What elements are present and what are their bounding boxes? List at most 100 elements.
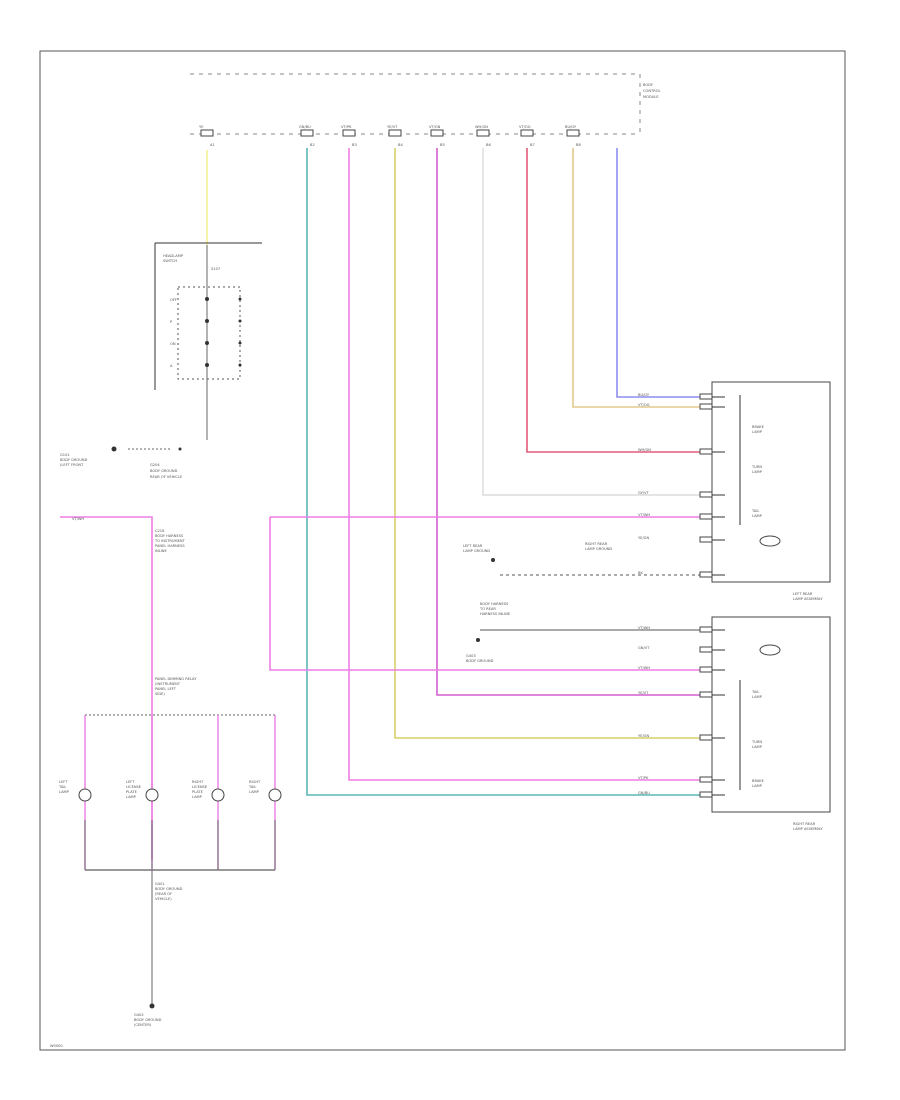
pin-number: B5 [440, 143, 445, 147]
rear-lamps: PANEL DIMMING RELAY (INSTRUMENT PANEL LE… [58, 677, 282, 1027]
assembly-pin [699, 776, 713, 783]
mid-labels: C218 BODY HARNESS TO INSTRUMENT PANEL HA… [72, 517, 612, 663]
assembly-wire-label: YE/GN [638, 536, 649, 540]
ground-node-a [491, 558, 495, 562]
upper-assembly-label-2: LAMP ASSEMBLY [793, 597, 823, 601]
bulbs-top-label-2: (INSTRUMENT [155, 682, 181, 686]
bulbs-bottom-label-3: (REAR OF [155, 892, 172, 896]
bulb-label: RIGHT [249, 780, 261, 784]
switch-label-2: SWITCH [163, 259, 177, 263]
switch-contact [205, 341, 209, 345]
mid-connector-label-5: INLINE [155, 549, 167, 553]
mid-connector-wire: VT/WH [72, 517, 84, 521]
module-label-2: CONTROL [643, 89, 661, 93]
pin-terminal [200, 129, 214, 137]
bulb-group: LEFTTAILLAMPLEFTLICENSEPLATELAMPRIGHTLIC… [58, 715, 282, 870]
switch-contact [205, 319, 209, 323]
bulbs-bottom-label-4: VEHICLE) [155, 897, 172, 901]
switch-row-label: ON [170, 342, 176, 346]
bulb-label: TAIL [58, 785, 66, 789]
mid-text-c-2: BODY GROUND [466, 659, 494, 663]
switch-row-label: OFF [170, 298, 177, 302]
switch-ground-text-1: G204 [150, 463, 160, 467]
bulb-label: LEFT [59, 780, 68, 784]
assembly-pin [699, 536, 713, 543]
pin-wire-label: VT/PK [341, 125, 352, 129]
bottom-ground-label-1: G402 [134, 1013, 144, 1017]
pin-terminal [300, 129, 314, 137]
white-wire [482, 148, 712, 496]
assembly-wire-label: VT/OG [638, 403, 650, 407]
bulb-icon [145, 788, 159, 802]
switch-contact-right [238, 319, 242, 323]
upper-part-2a: TURN [751, 465, 762, 469]
diagram-border [39, 50, 846, 1051]
pin-number: B6 [486, 143, 491, 147]
assembly-pin [699, 513, 713, 520]
ground-label-1: G101 [60, 453, 70, 457]
lower-assembly-box [711, 616, 831, 813]
splice-label: S107 [211, 267, 220, 271]
assembly-pin [699, 393, 713, 400]
assembly-wire-label: VT/WH [638, 666, 650, 670]
module-label-1: BODY [643, 83, 654, 87]
lower-part-1b: LAMP [752, 695, 763, 699]
bottom-ground-label-3: (CENTER) [134, 1023, 152, 1027]
assembly-pin [699, 666, 713, 673]
upper-part-1b: LAMP [752, 430, 763, 434]
assembly-pin [699, 571, 713, 578]
assembly-wire-label: GN/VT [638, 646, 650, 650]
assembly-pin [699, 791, 713, 798]
assembly-pin [699, 646, 713, 653]
lower-part-2a: TURN [751, 740, 762, 744]
pin-number: B4 [398, 143, 403, 147]
bulb-label: LICENSE [192, 785, 208, 789]
upper-part-2b: LAMP [752, 470, 763, 474]
pin-terminal [566, 129, 580, 137]
lower-assembly-label-2: LAMP ASSEMBLY [793, 827, 823, 831]
pin-wire-label: WH/GN [475, 125, 488, 129]
switch-contact [205, 363, 209, 367]
wire-runs [60, 148, 712, 860]
switch-label-1: HEADLAMP [163, 254, 184, 258]
assembly-pin [699, 734, 713, 741]
pin-number: A1 [210, 143, 215, 147]
lower-part-3a: BRAKE [752, 779, 765, 783]
bulbs-bottom-label-1: G401 [155, 882, 165, 886]
left-ground: G101 BODY GROUND (LEFT FRONT G204 BODY G… [60, 446, 183, 479]
page-code: W0000 [50, 1044, 63, 1048]
switch-contact-right [238, 341, 242, 345]
upper-assembly-label-1: LEFT REAR [793, 592, 813, 596]
right-lower-assembly: TAIL LAMP TURN LAMP BRAKE LAMP RIGHT REA… [638, 616, 831, 831]
lower-part-3b: LAMP [752, 784, 763, 788]
bulb-label: LAMP [126, 795, 137, 799]
pin-terminal [430, 129, 444, 137]
ground-label-2: BODY GROUND [60, 458, 88, 462]
mid-text-b-2: TO REAR [479, 607, 496, 611]
bulbs-top-label-1: PANEL DIMMING RELAY [155, 677, 197, 681]
bulb-label: PLATE [192, 790, 204, 794]
assembly-pin [699, 491, 713, 498]
assembly-wire-label: VT/PK [638, 776, 649, 780]
bulb-icon [268, 788, 282, 802]
pin-number: B8 [576, 143, 581, 147]
bottom-ground-dot [149, 1003, 155, 1009]
bulbs-top-label-3: PANEL LEFT [155, 687, 177, 691]
mid-connector-label-3: TO INSTRUMENT [154, 539, 186, 543]
red-wire [526, 148, 712, 453]
bulb-label: RIGHT [192, 780, 204, 784]
pin-terminal [520, 129, 534, 137]
bulb-label: TAIL [248, 785, 256, 789]
ground-label-3: (LEFT FRONT [60, 463, 84, 467]
top-module-pins: YEA1GN/BUB2VT/PKB3YE/VTB4VT/GNB5WH/GNB6V… [199, 125, 581, 147]
pin-number: B3 [352, 143, 357, 147]
upper-part-3b: LAMP [752, 514, 763, 518]
bottom-ground-label-2: BODY GROUND [134, 1018, 162, 1022]
pin-wire-label: VT/GN [429, 125, 441, 129]
pin-wire-label: YE/VT [387, 125, 398, 129]
pin-terminal [476, 129, 490, 137]
switch-row-label: A [170, 364, 173, 368]
